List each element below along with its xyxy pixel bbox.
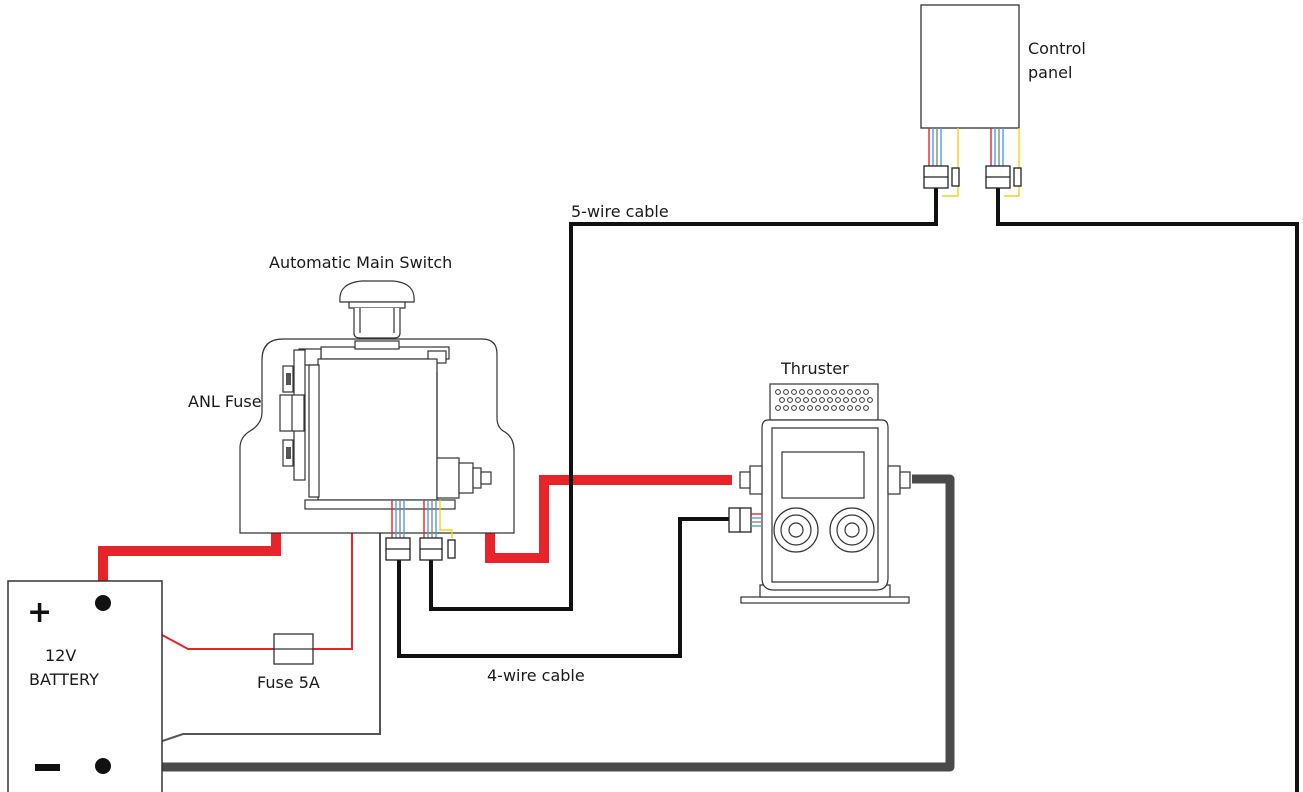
plus-symbol: + [27,595,52,630]
control-panel-label-1: Control [1028,39,1086,58]
battery-label-name: BATTERY [29,670,99,689]
negative-terminal [95,758,111,774]
control-panel-connectors [923,165,1022,189]
minus-symbol [35,764,60,771]
control-panel: Control panel [920,4,1086,197]
battery-label-voltage: 12V [45,646,76,665]
anl-fuse: ANL Fuse [188,392,305,432]
main-switch-connectors [385,537,456,561]
main-switch-label: Automatic Main Switch [269,253,452,272]
four-wire-cable-label: 4-wire cable [487,666,585,685]
thruster-connector [728,507,762,533]
negative-main-cable [103,474,955,772]
four-wire-cable [397,517,729,658]
fuse-5a: Fuse 5A [257,633,320,692]
fuse-5a-label: Fuse 5A [257,673,320,692]
thruster [739,383,911,604]
control-panel-cable [996,188,1299,792]
five-wire-cable-label: 5-wire cable [571,202,669,221]
thruster-grille [775,389,873,411]
thruster-label: Thruster [780,359,849,378]
battery: + 12V BATTERY [7,580,163,792]
positive-terminal [95,595,111,611]
anl-fuse-label: ANL Fuse [188,392,262,411]
control-panel-label-2: panel [1028,63,1072,82]
five-wire-cable [429,188,938,611]
main-switch-signal-wires [391,500,453,538]
